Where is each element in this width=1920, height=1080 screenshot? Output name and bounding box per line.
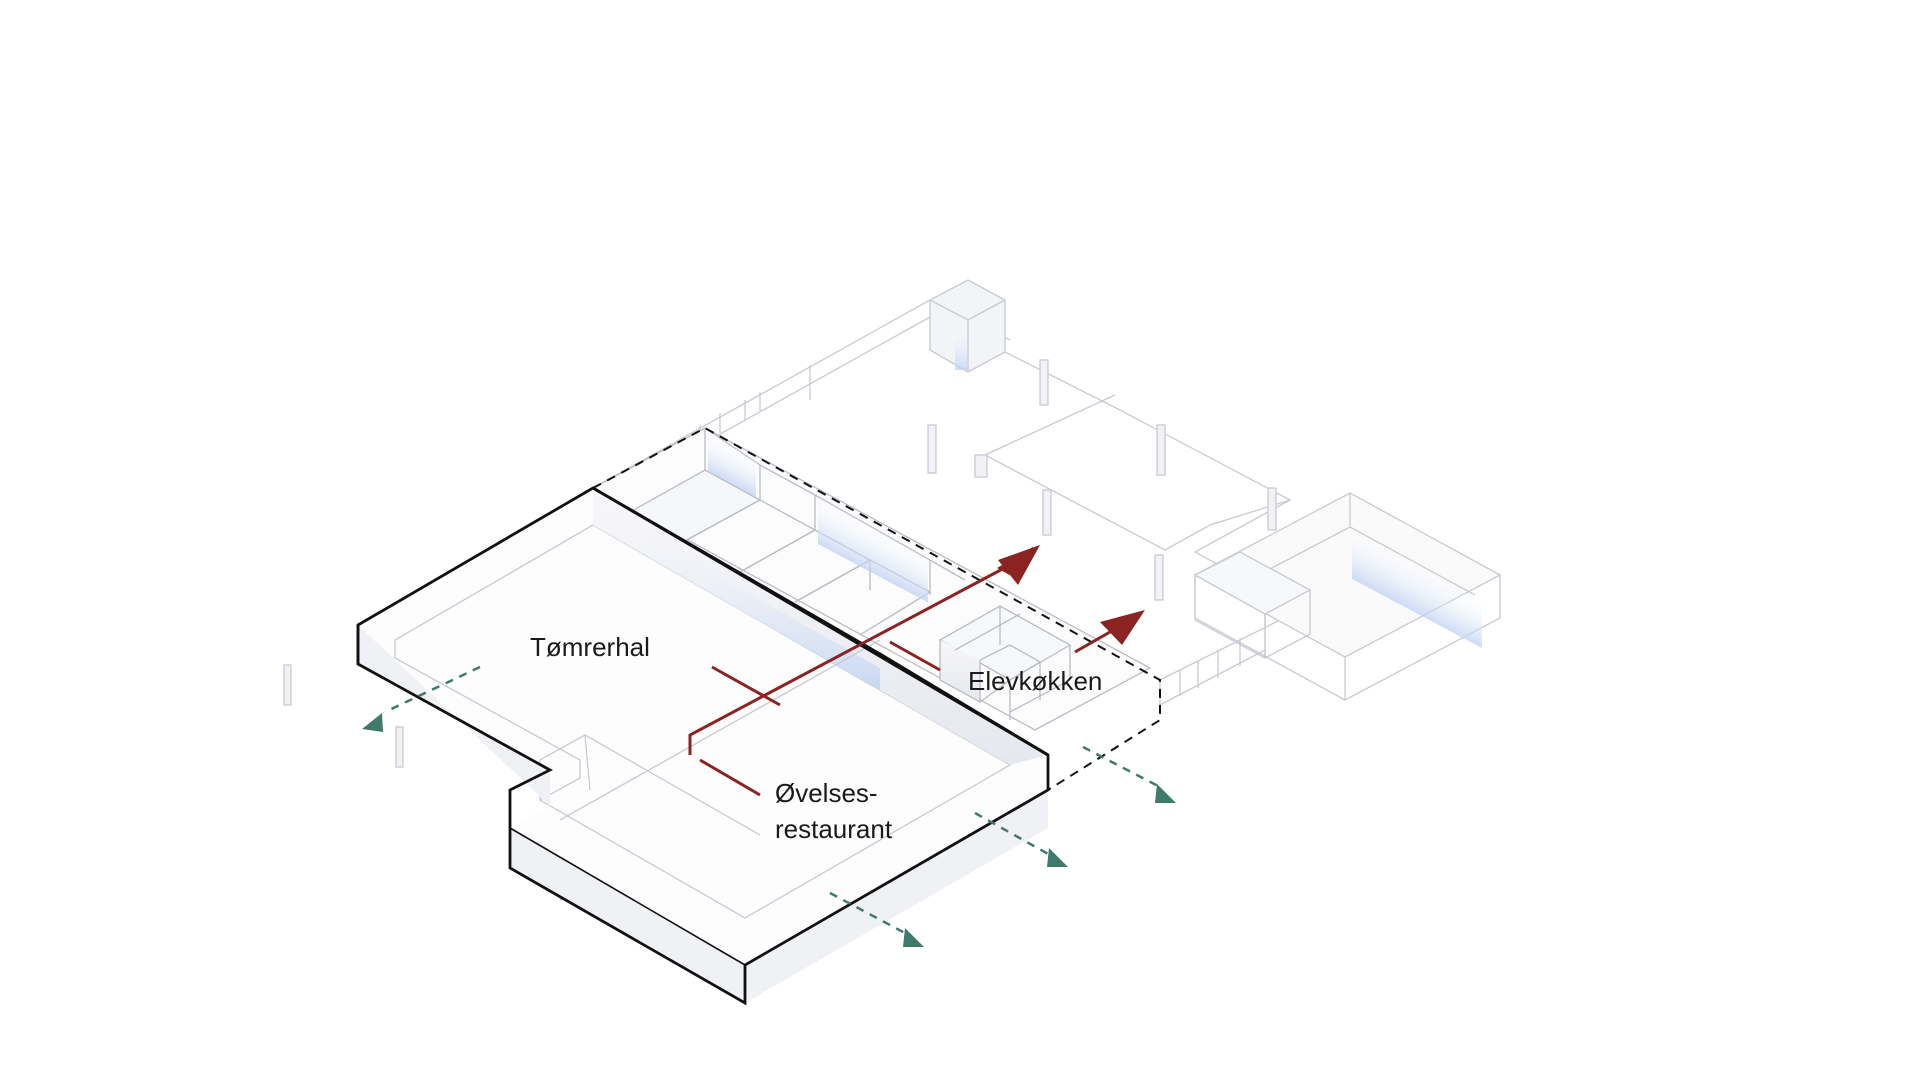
exit-line-west	[384, 665, 481, 714]
label-student-kitchen: Elevkøkken	[968, 666, 1102, 696]
route-main-line	[688, 563, 1011, 755]
exit-arrow-east-2	[1047, 848, 1068, 867]
label-training-restaurant-line2: restaurant	[775, 814, 893, 844]
exit-arrow-east-1	[1155, 784, 1176, 803]
route-kitchen-arrowhead	[1100, 610, 1145, 645]
dashed-area-outline	[592, 426, 1161, 791]
exit-arrowheads	[362, 713, 1176, 947]
label-carpentry-hall: Tømrerhal	[530, 632, 650, 662]
exit-arrow-west	[362, 713, 383, 732]
route-kitchen-line	[1074, 630, 1111, 654]
exit-arrow-east-3	[903, 928, 924, 947]
route-main-arrowhead-large	[998, 545, 1040, 585]
circulation-routes	[688, 545, 1145, 797]
label-training-restaurant-line1: Øvelses-	[775, 778, 878, 808]
exit-routes	[384, 665, 1161, 935]
surrounding-building	[283, 279, 1502, 768]
exit-line-east-1	[1082, 745, 1161, 789]
leader-hall	[711, 665, 781, 707]
leader-kitchen	[889, 640, 941, 672]
leader-restaurant	[699, 758, 761, 797]
